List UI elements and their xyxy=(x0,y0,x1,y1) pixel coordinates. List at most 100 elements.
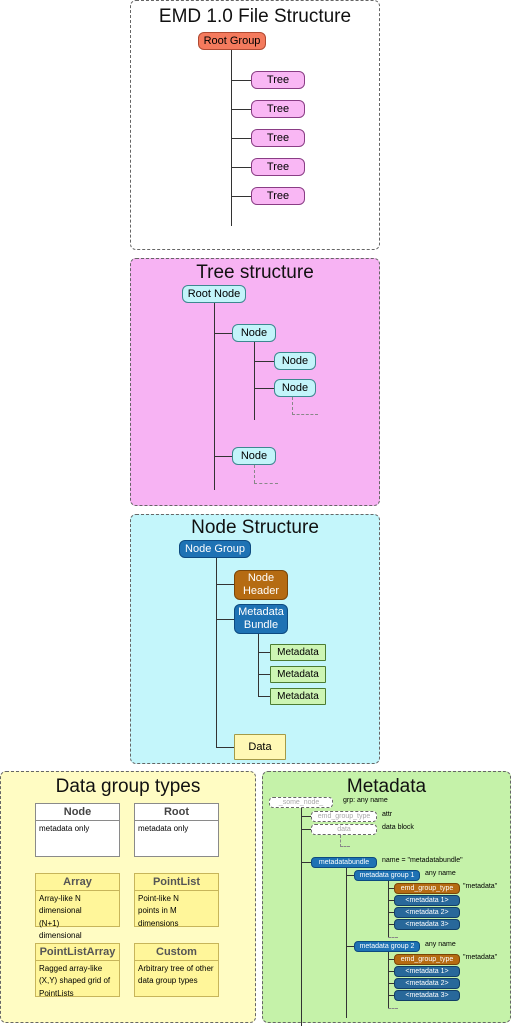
card-title: PointList xyxy=(135,874,218,891)
connector xyxy=(216,584,234,585)
card-title: Root xyxy=(135,804,218,821)
continuation-line xyxy=(254,465,255,483)
panel-title: EMD 1.0 File Structure xyxy=(158,6,352,27)
attr-note: attr xyxy=(382,811,393,818)
continuation-line xyxy=(292,414,318,415)
group-2-trunk xyxy=(388,952,389,1009)
node-structure-panel: Node Structure xyxy=(130,514,380,764)
connector xyxy=(388,912,394,913)
data-block-box: data xyxy=(311,824,377,835)
connector xyxy=(258,652,270,653)
connector xyxy=(388,900,394,901)
card-description: Array-like N dimensional (N+1) dimension… xyxy=(39,894,82,941)
metadata-panel: Metadata xyxy=(262,771,511,1023)
connector xyxy=(388,888,394,889)
connector xyxy=(254,388,274,389)
connector xyxy=(231,109,251,110)
panel-title: Data group types xyxy=(55,776,201,797)
metadata-item-box: <metadata 1> xyxy=(394,895,460,906)
node-trunk-line xyxy=(216,558,217,748)
continuation-line xyxy=(388,1008,398,1009)
tree-trunk-line xyxy=(214,303,215,490)
card-description: metadata only xyxy=(138,824,189,833)
panel-title: Tree structure xyxy=(196,262,314,283)
bundle-trunk-line xyxy=(258,634,259,696)
group-type-attr-box: emd_group_type xyxy=(394,883,460,894)
group-note: any name xyxy=(425,870,456,877)
continuation-line xyxy=(340,846,350,847)
metadata-item: Metadata xyxy=(270,666,326,683)
connector xyxy=(346,875,354,876)
node: Node xyxy=(232,447,276,465)
connector xyxy=(388,959,394,960)
card-description: Point-like N points in M dimensions xyxy=(138,894,179,928)
connector xyxy=(231,80,251,81)
type-card-root: Root metadata only xyxy=(134,803,219,857)
node-group: Node Group xyxy=(179,540,251,558)
connector xyxy=(388,971,394,972)
connector xyxy=(388,924,394,925)
connector xyxy=(301,829,311,830)
connector xyxy=(216,619,234,620)
card-description: Ragged array-like (X,Y) shaped grid of P… xyxy=(39,964,111,998)
group-type-value: "metadata" xyxy=(463,954,498,961)
type-card-pointlistarray: PointListArray Ragged array-like (X,Y) s… xyxy=(35,943,120,998)
some-node-note: grp: any name xyxy=(343,797,388,804)
root-node: Root Node xyxy=(182,285,246,303)
type-card-pointlist: PointList Point-like N points in M dimen… xyxy=(134,873,219,928)
metadata-bundle: Metadata Bundle xyxy=(234,604,288,634)
bundle-trunk xyxy=(346,868,347,1018)
connector xyxy=(388,995,394,996)
type-card-node: Node metadata only xyxy=(35,803,120,857)
panel-title: Node Structure xyxy=(191,517,319,538)
connector xyxy=(214,333,232,334)
child-node: Node xyxy=(274,352,316,370)
connector xyxy=(346,946,354,947)
connector xyxy=(258,696,270,697)
metadata-item-box: <metadata 2> xyxy=(394,907,460,918)
type-card-array: Array Array-like N dimensional (N+1) dim… xyxy=(35,873,120,940)
continuation-line xyxy=(340,835,341,847)
connector xyxy=(388,983,394,984)
group-1-trunk xyxy=(388,881,389,938)
connector xyxy=(216,747,234,748)
root-group-node: Root Group xyxy=(198,32,266,50)
subtree-line xyxy=(254,342,255,420)
connector xyxy=(231,138,251,139)
metadata-item-box: <metadata 2> xyxy=(394,978,460,989)
tree-node: Tree xyxy=(251,129,305,147)
connector xyxy=(258,674,270,675)
group-type-attr-box: emd_group_type xyxy=(394,954,460,965)
metadata-item-box: <metadata 3> xyxy=(394,990,460,1001)
continuation-line xyxy=(254,483,278,484)
group-note: any name xyxy=(425,941,456,948)
connector xyxy=(231,196,251,197)
data-node: Data xyxy=(234,734,286,760)
metadata-group-2-box: metadata group 2 xyxy=(354,941,420,952)
connector xyxy=(301,816,311,817)
card-description: Arbitrary tree of other data group types xyxy=(138,964,214,986)
card-title: Array xyxy=(36,874,119,891)
some-node-trunk xyxy=(301,808,302,1026)
card-title: PointListArray xyxy=(36,944,119,961)
bundle-note: name = "metadatabundle" xyxy=(382,857,463,864)
card-title: Custom xyxy=(135,944,218,961)
connector xyxy=(254,361,274,362)
data-note: data block xyxy=(382,824,414,831)
panel-title: Metadata xyxy=(346,776,427,797)
metadata-item: Metadata xyxy=(270,688,326,705)
emd-group-type-attr-box: emd_group_type xyxy=(311,811,377,822)
connector xyxy=(231,167,251,168)
group-type-value: "metadata" xyxy=(463,883,498,890)
metadata-item-box: <metadata 1> xyxy=(394,966,460,977)
some-node-box: _some_node_ xyxy=(269,797,333,808)
child-node: Node xyxy=(274,379,316,397)
connector xyxy=(301,862,311,863)
continuation-line xyxy=(292,397,293,415)
tree-node: Tree xyxy=(251,71,305,89)
type-card-custom: Custom Arbitrary tree of other data grou… xyxy=(134,943,219,997)
tree-node: Tree xyxy=(251,187,305,205)
tree-structure-panel: Tree structure xyxy=(130,258,380,506)
metadata-group-1-box: metadata group 1 xyxy=(354,870,420,881)
tree-node: Tree xyxy=(251,100,305,118)
